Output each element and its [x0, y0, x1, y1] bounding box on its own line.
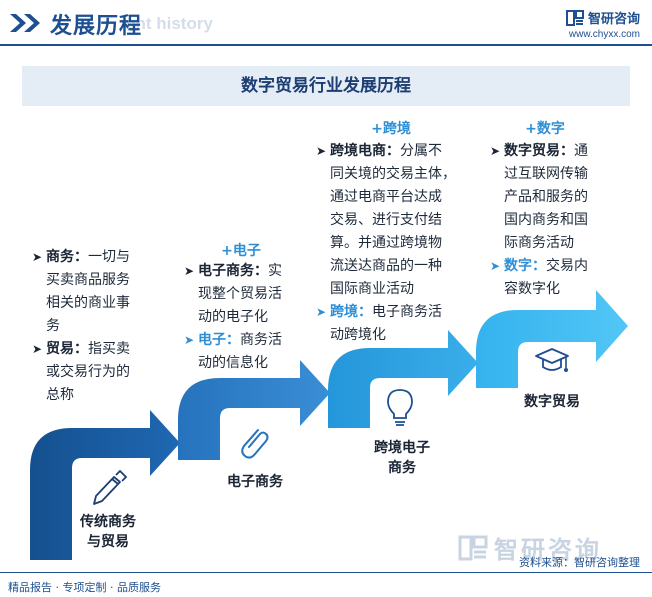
desc-item: ➤ 数字：交易内 容数字化	[490, 255, 620, 301]
footer-watermark-brand: 智研咨询	[458, 530, 602, 565]
header-divider	[0, 44, 652, 46]
arrow-bullet-icon: ➤	[32, 250, 43, 264]
stage-arrow-digital	[476, 290, 628, 388]
desc-item: ➤ 商务：一切与 买卖商品服务 相关的商业事 务	[32, 246, 154, 338]
desc-item: ➤ 跨境：电子商务活 动跨境化	[316, 301, 472, 347]
desc-cross-border: ➤ 跨境电商：分属不 同关境的交易主体， 通过电商平台达成 交易、进行支付结 算…	[316, 140, 472, 347]
desc-ecommerce: ➤ 电子商务：实 现整个贸易活 动的电子化 ➤ 电子：商务活 动的信息化	[184, 260, 306, 375]
footer-divider	[0, 572, 652, 573]
page-footer: 资料来源：智研咨询整理 精品报告 · 专项定制 · 品质服务	[0, 556, 652, 597]
double-chevron-icon	[10, 14, 40, 32]
arrow-bullet-icon: ➤	[316, 305, 327, 319]
desc-item: ➤ 电子：商务活 动的信息化	[184, 329, 306, 375]
brand-mark-icon	[565, 9, 584, 26]
page-header: ent history 发展历程 智研咨询 www.chyxx.com	[0, 0, 652, 50]
desc-digital: ➤ 数字贸易：通 过互联网传输 产品和服务的 国内商务和国 际商务活动 ➤ 数字…	[490, 140, 620, 301]
arrow-bullet-icon: ➤	[490, 259, 501, 273]
stage-label-traditional: 传统商务 与贸易	[80, 514, 136, 550]
stage-label-digital: 数字贸易	[524, 394, 580, 410]
footer-tagline: 精品报告 · 专项定制 · 品质服务	[8, 581, 161, 594]
desc-traditional: ➤ 商务：一切与 买卖商品服务 相关的商业事 务 ➤ 贸易：指买卖 或交易行为的…	[32, 246, 154, 407]
desc-item: ➤ 数字贸易：通 过互联网传输 产品和服务的 国内商务和国 际商务活动	[490, 140, 620, 255]
stage-arrow-traditional	[30, 410, 180, 560]
source-note: 资料来源：智研咨询整理	[519, 556, 640, 569]
paperclip-icon	[241, 429, 269, 459]
arrow-bullet-icon: ➤	[490, 144, 501, 158]
graduation-cap-icon	[535, 348, 569, 372]
arrow-bullet-icon: ➤	[32, 342, 43, 356]
stage-label-cross-border: 跨境电子 商务	[374, 440, 430, 476]
stage-arrow-ecommerce	[178, 360, 330, 460]
page-title: 发展历程	[50, 14, 143, 39]
arrow-bullet-icon: ➤	[184, 333, 195, 347]
desc-item: ➤ 跨境电商：分属不 同关境的交易主体， 通过电商平台达成 交易、进行支付结 算…	[316, 140, 472, 301]
badge-digital: +数字	[525, 121, 565, 137]
lightbulb-icon	[387, 389, 413, 426]
desc-item: ➤ 电子商务：实 现整个贸易活 动的电子化	[184, 260, 306, 329]
section-banner: 数字贸易行业发展历程	[22, 66, 630, 106]
diagram-title: 数字贸易行业发展历程	[241, 76, 411, 96]
desc-item: ➤ 贸易：指买卖 或交易行为的 总称	[32, 338, 154, 407]
brand-mark-icon	[458, 535, 488, 560]
pencil-icon	[93, 469, 128, 505]
stage-label-ecommerce: 电子商务	[227, 474, 283, 490]
stage-arrow-cross-border	[328, 330, 478, 428]
header-subtitle: ent history	[126, 14, 213, 33]
arrow-bullet-icon: ➤	[184, 264, 195, 278]
arrow-bullet-icon: ➤	[316, 144, 327, 158]
badge-cross-border: +跨境	[371, 121, 411, 137]
brand-url: www.chyxx.com	[568, 29, 640, 40]
brand-name: 智研咨询	[587, 12, 640, 27]
brand-logo: 智研咨询 www.chyxx.com	[565, 8, 640, 40]
badge-ecommerce: +电子	[221, 243, 261, 259]
